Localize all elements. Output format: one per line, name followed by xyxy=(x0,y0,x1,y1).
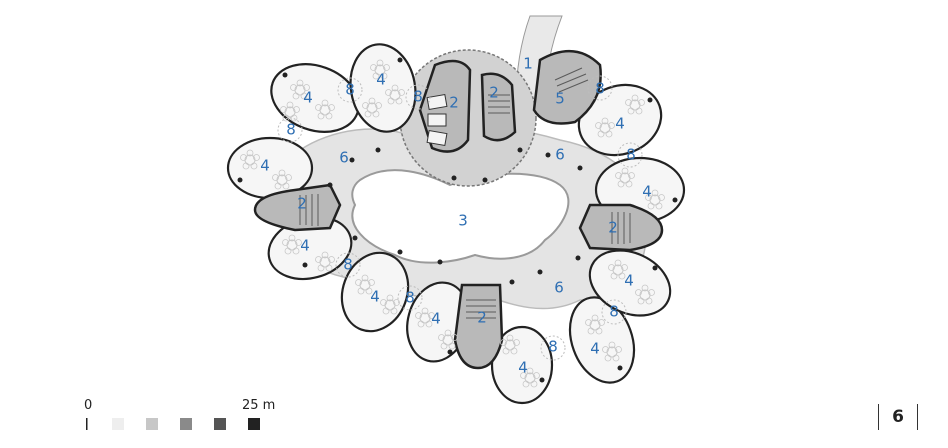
label-balcony: 8 xyxy=(405,289,415,307)
label-room: 4 xyxy=(590,340,600,358)
scale-swatch xyxy=(146,418,158,430)
label-room: 4 xyxy=(303,89,313,107)
core-block xyxy=(578,203,664,252)
scale-bar: 0 25 m xyxy=(84,398,275,430)
scale-swatch xyxy=(248,418,260,430)
label-balcony: 8 xyxy=(345,81,355,99)
room-pod xyxy=(340,251,410,333)
core-blocks xyxy=(253,49,664,370)
scale-swatch xyxy=(112,418,124,430)
label-corridor: 6 xyxy=(339,149,349,167)
label-room: 4 xyxy=(431,310,441,328)
scale-swatch xyxy=(214,418,226,430)
label-core: 2 xyxy=(477,309,487,327)
core-block xyxy=(253,183,342,232)
page-number: 6 xyxy=(878,404,918,430)
label-balcony: 8 xyxy=(286,121,296,139)
scale-end-label: 25 m xyxy=(242,398,275,413)
label-access: 1 xyxy=(523,55,533,73)
service-block xyxy=(532,49,602,125)
structural-columns xyxy=(237,57,678,383)
label-balcony: 8 xyxy=(413,88,423,106)
label-corridor: 6 xyxy=(554,279,564,297)
scale-start-label: 0 xyxy=(84,398,92,413)
label-room: 4 xyxy=(624,272,634,290)
label-balcony: 8 xyxy=(626,146,636,164)
label-room: 4 xyxy=(300,237,310,255)
room-pod xyxy=(349,43,417,133)
stair-hatches xyxy=(299,67,631,319)
atrium-void xyxy=(351,169,570,264)
label-room: 4 xyxy=(642,183,652,201)
core-block xyxy=(453,283,504,370)
room-pod xyxy=(568,296,636,384)
room-pod xyxy=(588,249,672,317)
label-service: 5 xyxy=(555,90,565,108)
label-balcony: 8 xyxy=(595,80,605,98)
scale-swatch xyxy=(180,418,192,430)
label-atrium: 3 xyxy=(458,212,468,230)
scale-origin-tick xyxy=(86,418,88,430)
label-room: 4 xyxy=(370,288,380,306)
label-balcony: 8 xyxy=(548,338,558,356)
label-room: 4 xyxy=(260,157,270,175)
stair-cutouts xyxy=(426,93,448,147)
room-labels: 1 2 2 2 2 2 3 5 4 4 4 4 4 4 4 4 4 4 4 6 … xyxy=(260,55,652,377)
label-core: 2 xyxy=(489,84,499,102)
balcony-gardens xyxy=(277,75,643,361)
label-core: 2 xyxy=(449,94,459,112)
label-room: 4 xyxy=(518,359,528,377)
label-core: 2 xyxy=(297,195,307,213)
room-pod xyxy=(577,83,663,157)
label-balcony: 8 xyxy=(343,256,353,274)
label-corridor: 6 xyxy=(555,146,565,164)
label-room: 4 xyxy=(376,71,386,89)
label-balcony: 8 xyxy=(609,303,619,321)
label-room: 4 xyxy=(615,115,625,133)
label-core: 2 xyxy=(608,219,618,237)
